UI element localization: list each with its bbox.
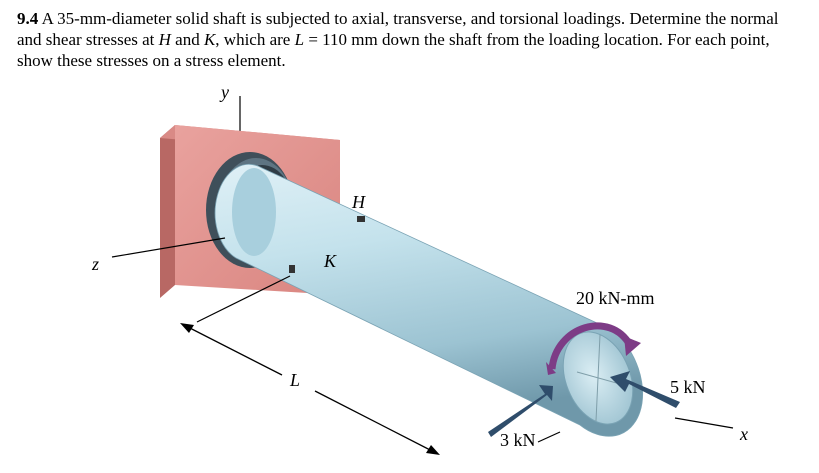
problem-statement: 9.4 A 35-mm-diameter solid shaft is subj… (17, 8, 807, 71)
axial-load-arrow (610, 371, 680, 408)
point-k-ref: K (203, 30, 216, 49)
problem-text-3: , which are (215, 30, 291, 49)
point-h-ref: H (158, 30, 171, 49)
z-axis-line (111, 237, 226, 258)
length-label: L (289, 370, 300, 390)
axial-load-label: 5 kN (670, 377, 706, 397)
point-h-marker (357, 216, 365, 222)
torque-arrow (546, 322, 641, 375)
transverse-load-label: 3 kN (500, 430, 536, 450)
problem-text-4: = 110 mm down the shaft from the loading… (17, 30, 770, 70)
axis-x-label: x (739, 424, 748, 444)
point-h-label: H (351, 192, 366, 212)
problem-text-1: A 35-mm-diameter solid shaft is subjecte… (17, 9, 779, 49)
transverse-load-arrow (488, 385, 553, 437)
x-axis-line (674, 417, 734, 429)
axis-y-label: y (219, 82, 229, 102)
point-k-label: K (323, 251, 337, 271)
point-k-marker (289, 265, 295, 273)
torque-label: 20 kN-mm (576, 288, 655, 308)
length-symbol: L (294, 30, 305, 49)
axis-z-label: z (91, 254, 99, 274)
problem-text-2: and (175, 30, 200, 49)
shaft-end-face (562, 331, 634, 425)
shaft-body (214, 163, 644, 437)
problem-number: 9.4 (17, 9, 39, 28)
length-dimension (180, 275, 561, 455)
